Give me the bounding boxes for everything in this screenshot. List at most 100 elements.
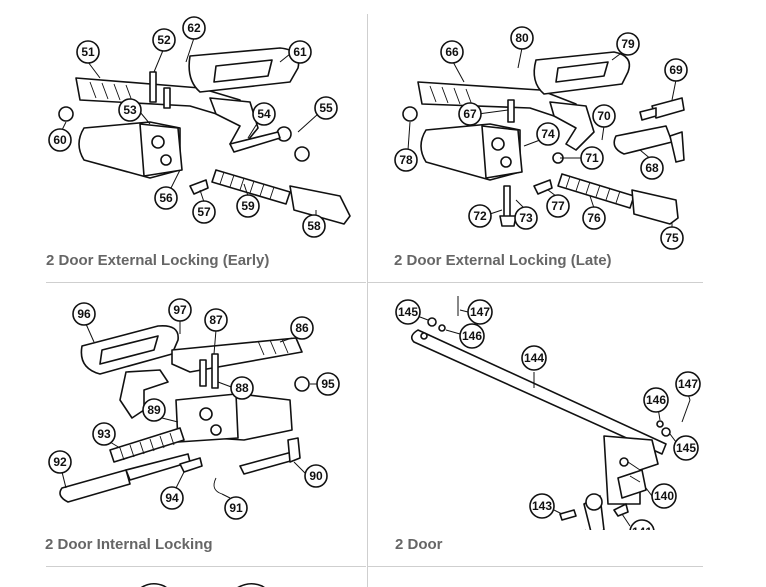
svg-text:147: 147 (678, 377, 698, 391)
svg-text:140: 140 (654, 489, 674, 503)
callout-79[interactable]: 79 (611, 32, 640, 61)
callout-68[interactable]: 68 (639, 149, 664, 180)
callout-56[interactable]: 56 (154, 169, 181, 210)
callout-54[interactable]: 54 (247, 102, 276, 139)
diagram-cell-2-door[interactable]: 145 147 146 144 147 146 145 140 143 141 … (390, 290, 710, 560)
callout-58[interactable]: 58 (302, 210, 326, 238)
diagram-cell-external-early[interactable]: 51 52 62 61 53 54 55 60 56 57 59 58 2 Do… (40, 10, 360, 280)
callout-78[interactable]: 78 (394, 121, 418, 172)
callout-53[interactable]: 53 (118, 98, 151, 125)
svg-text:143: 143 (532, 499, 552, 513)
callout-95[interactable]: 95 (310, 372, 340, 396)
callout-97[interactable]: 97 (168, 298, 192, 334)
callout-61[interactable]: 61 (279, 40, 312, 64)
svg-text:74: 74 (541, 127, 555, 141)
svg-text:70: 70 (597, 109, 611, 123)
next-row-diagram-partial (130, 576, 290, 587)
exploded-diagram-internal (59, 324, 310, 503)
caption-2-door[interactable]: 2 Door (395, 536, 443, 553)
callout-72[interactable]: 72 (468, 204, 503, 228)
svg-text:54: 54 (257, 107, 271, 121)
callout-143[interactable]: 143 (529, 493, 563, 519)
diagram-cell-external-late[interactable]: 66 80 79 69 67 70 74 71 68 78 72 73 77 7… (390, 10, 710, 280)
svg-text:89: 89 (147, 403, 161, 417)
row-divider-left-2 (46, 566, 366, 567)
callout-89[interactable]: 89 (142, 398, 179, 423)
callout-labels-2-door: 145 147 146 144 147 146 145 140 143 141 … (395, 299, 701, 530)
caption-external-late[interactable]: 2 Door External Locking (Late) (394, 252, 612, 269)
diagram-cell-internal[interactable]: 96 97 87 86 88 95 89 93 92 94 91 90 2 Do… (40, 290, 360, 560)
svg-text:69: 69 (669, 63, 683, 77)
svg-text:56: 56 (159, 191, 173, 205)
column-divider (367, 14, 368, 587)
svg-text:68: 68 (645, 161, 659, 175)
callout-57[interactable]: 57 (192, 189, 216, 224)
svg-text:77: 77 (551, 199, 565, 213)
callout-67[interactable]: 67 (458, 102, 509, 126)
svg-text:93: 93 (97, 427, 111, 441)
svg-text:79: 79 (621, 37, 635, 51)
caption-internal[interactable]: 2 Door Internal Locking (45, 536, 213, 553)
svg-text:60: 60 (53, 133, 67, 147)
svg-text:145: 145 (676, 441, 696, 455)
callout-75[interactable]: 75 (660, 222, 684, 250)
callout-71[interactable]: 71 (560, 146, 604, 170)
svg-text:62: 62 (187, 21, 201, 35)
callout-labels-internal: 96 97 87 86 88 95 89 93 92 94 91 90 (48, 298, 340, 520)
callout-92[interactable]: 92 (48, 450, 72, 489)
svg-text:96: 96 (77, 307, 91, 321)
callout-147-right[interactable]: 147 (675, 371, 701, 401)
callout-147[interactable]: 147 (459, 299, 493, 325)
svg-text:87: 87 (209, 313, 223, 327)
callout-80[interactable]: 80 (510, 26, 534, 69)
svg-text:88: 88 (235, 381, 249, 395)
callout-144[interactable]: 144 (521, 345, 547, 388)
callout-69[interactable]: 69 (664, 58, 688, 101)
callout-76[interactable]: 76 (582, 195, 606, 230)
callout-66[interactable]: 66 (440, 40, 465, 83)
callout-141[interactable]: 141 (621, 513, 655, 530)
callout-52[interactable]: 52 (152, 28, 176, 73)
svg-text:55: 55 (319, 101, 333, 115)
svg-text:145: 145 (398, 305, 418, 319)
svg-text:71: 71 (585, 151, 599, 165)
next-row-diagram-fragment (140, 582, 265, 587)
svg-text:78: 78 (399, 153, 413, 167)
caption-external-early[interactable]: 2 Door External Locking (Early) (46, 252, 270, 269)
callout-70[interactable]: 70 (592, 104, 616, 141)
row-divider-right-2 (368, 566, 703, 567)
callout-55[interactable]: 55 (297, 96, 338, 133)
callout-145-right[interactable]: 145 (669, 433, 699, 461)
exploded-diagram-external-late (402, 51, 685, 227)
callout-51[interactable]: 51 (76, 40, 101, 79)
callout-74[interactable]: 74 (523, 122, 560, 147)
callout-59[interactable]: 59 (236, 183, 260, 218)
callout-labels-external-early: 51 52 62 61 53 54 55 60 56 57 59 58 (48, 16, 338, 238)
callout-93[interactable]: 93 (92, 422, 121, 449)
callout-88[interactable]: 88 (217, 376, 254, 400)
callout-140[interactable]: 140 (645, 483, 677, 509)
callout-91[interactable]: 91 (221, 493, 248, 520)
callout-146[interactable]: 146 (445, 323, 485, 349)
callout-96[interactable]: 96 (72, 302, 96, 343)
svg-text:61: 61 (293, 45, 307, 59)
callout-146-right[interactable]: 146 (643, 387, 669, 421)
svg-text:95: 95 (321, 377, 335, 391)
callout-90[interactable]: 90 (293, 461, 328, 488)
callout-labels-external-late: 66 80 79 69 67 70 74 71 68 78 72 73 77 7… (394, 26, 688, 250)
svg-text:92: 92 (53, 455, 67, 469)
callout-62[interactable]: 62 (182, 16, 206, 63)
callout-60[interactable]: 60 (48, 121, 72, 152)
callout-145[interactable]: 145 (395, 299, 429, 325)
svg-text:52: 52 (157, 33, 171, 47)
callout-87[interactable]: 87 (204, 308, 228, 355)
svg-text:57: 57 (197, 205, 211, 219)
callout-77[interactable]: 77 (546, 189, 570, 218)
svg-text:73: 73 (519, 211, 533, 225)
callout-94[interactable]: 94 (160, 471, 185, 510)
callout-73[interactable]: 73 (514, 199, 538, 230)
svg-text:94: 94 (165, 491, 179, 505)
callout-86[interactable]: 86 (279, 316, 314, 343)
svg-text:144: 144 (524, 351, 544, 365)
